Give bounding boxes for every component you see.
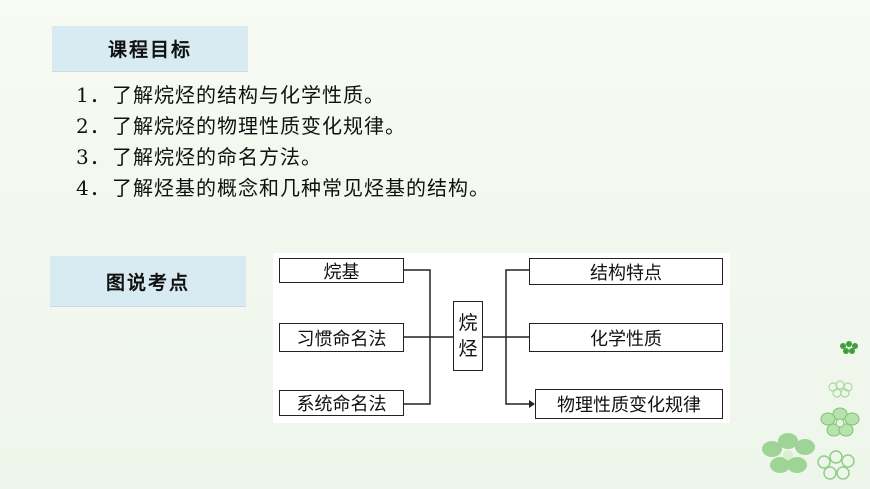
goal-item: 2．了解烷烃的物理性质变化规律。	[76, 111, 490, 142]
goal-number: 1．	[76, 83, 111, 107]
goal-number: 3．	[76, 145, 111, 169]
flower-icon	[828, 380, 853, 398]
flower-icon	[820, 407, 860, 437]
goal-text: 了解烷烃的命名方法。	[112, 145, 322, 169]
goal-item: 1．了解烷烃的结构与化学性质。	[76, 80, 490, 111]
flower-decoration	[762, 341, 860, 480]
goal-item: 4．了解烃基的概念和几种常见烃基的结构。	[76, 173, 490, 204]
center-node-alkane: 烷 烃	[453, 301, 483, 371]
right-node-chemical-properties: 化学性质	[529, 323, 723, 352]
concept-map-connectors	[404, 269, 535, 408]
right-node-physical-trends: 物理性质变化规律	[535, 389, 723, 419]
left-node-common-naming: 习惯命名法	[279, 323, 404, 352]
goal-text: 了解烷烃的结构与化学性质。	[112, 83, 385, 107]
goal-number: 4．	[76, 176, 111, 200]
left-node-systematic-naming: 系统命名法	[279, 390, 404, 416]
center-char-top: 烷	[458, 312, 478, 334]
flower-icon	[840, 341, 858, 354]
goals-list: 1．了解烷烃的结构与化学性质。 2．了解烷烃的物理性质变化规律。 3．了解烷烃的…	[76, 80, 490, 204]
left-node-alkyl: 烷基	[279, 258, 404, 283]
section-tag-key-points: 图说考点	[50, 256, 246, 307]
goal-text: 了解烷烃的物理性质变化规律。	[112, 114, 406, 138]
concept-map: 烷基 习惯命名法 系统命名法 烷 烃 结构特点 化学性质 物理性质变化规律	[273, 253, 730, 423]
flower-icon	[817, 450, 855, 480]
section-tag-course-goals: 课程目标	[52, 26, 248, 72]
center-char-bottom: 烃	[458, 338, 478, 360]
right-node-structure: 结构特点	[529, 258, 723, 285]
goal-item: 3．了解烷烃的命名方法。	[76, 142, 490, 173]
goal-text: 了解烃基的概念和几种常见烃基的结构。	[112, 176, 490, 200]
goal-number: 2．	[76, 114, 111, 138]
flower-icon	[762, 433, 815, 473]
